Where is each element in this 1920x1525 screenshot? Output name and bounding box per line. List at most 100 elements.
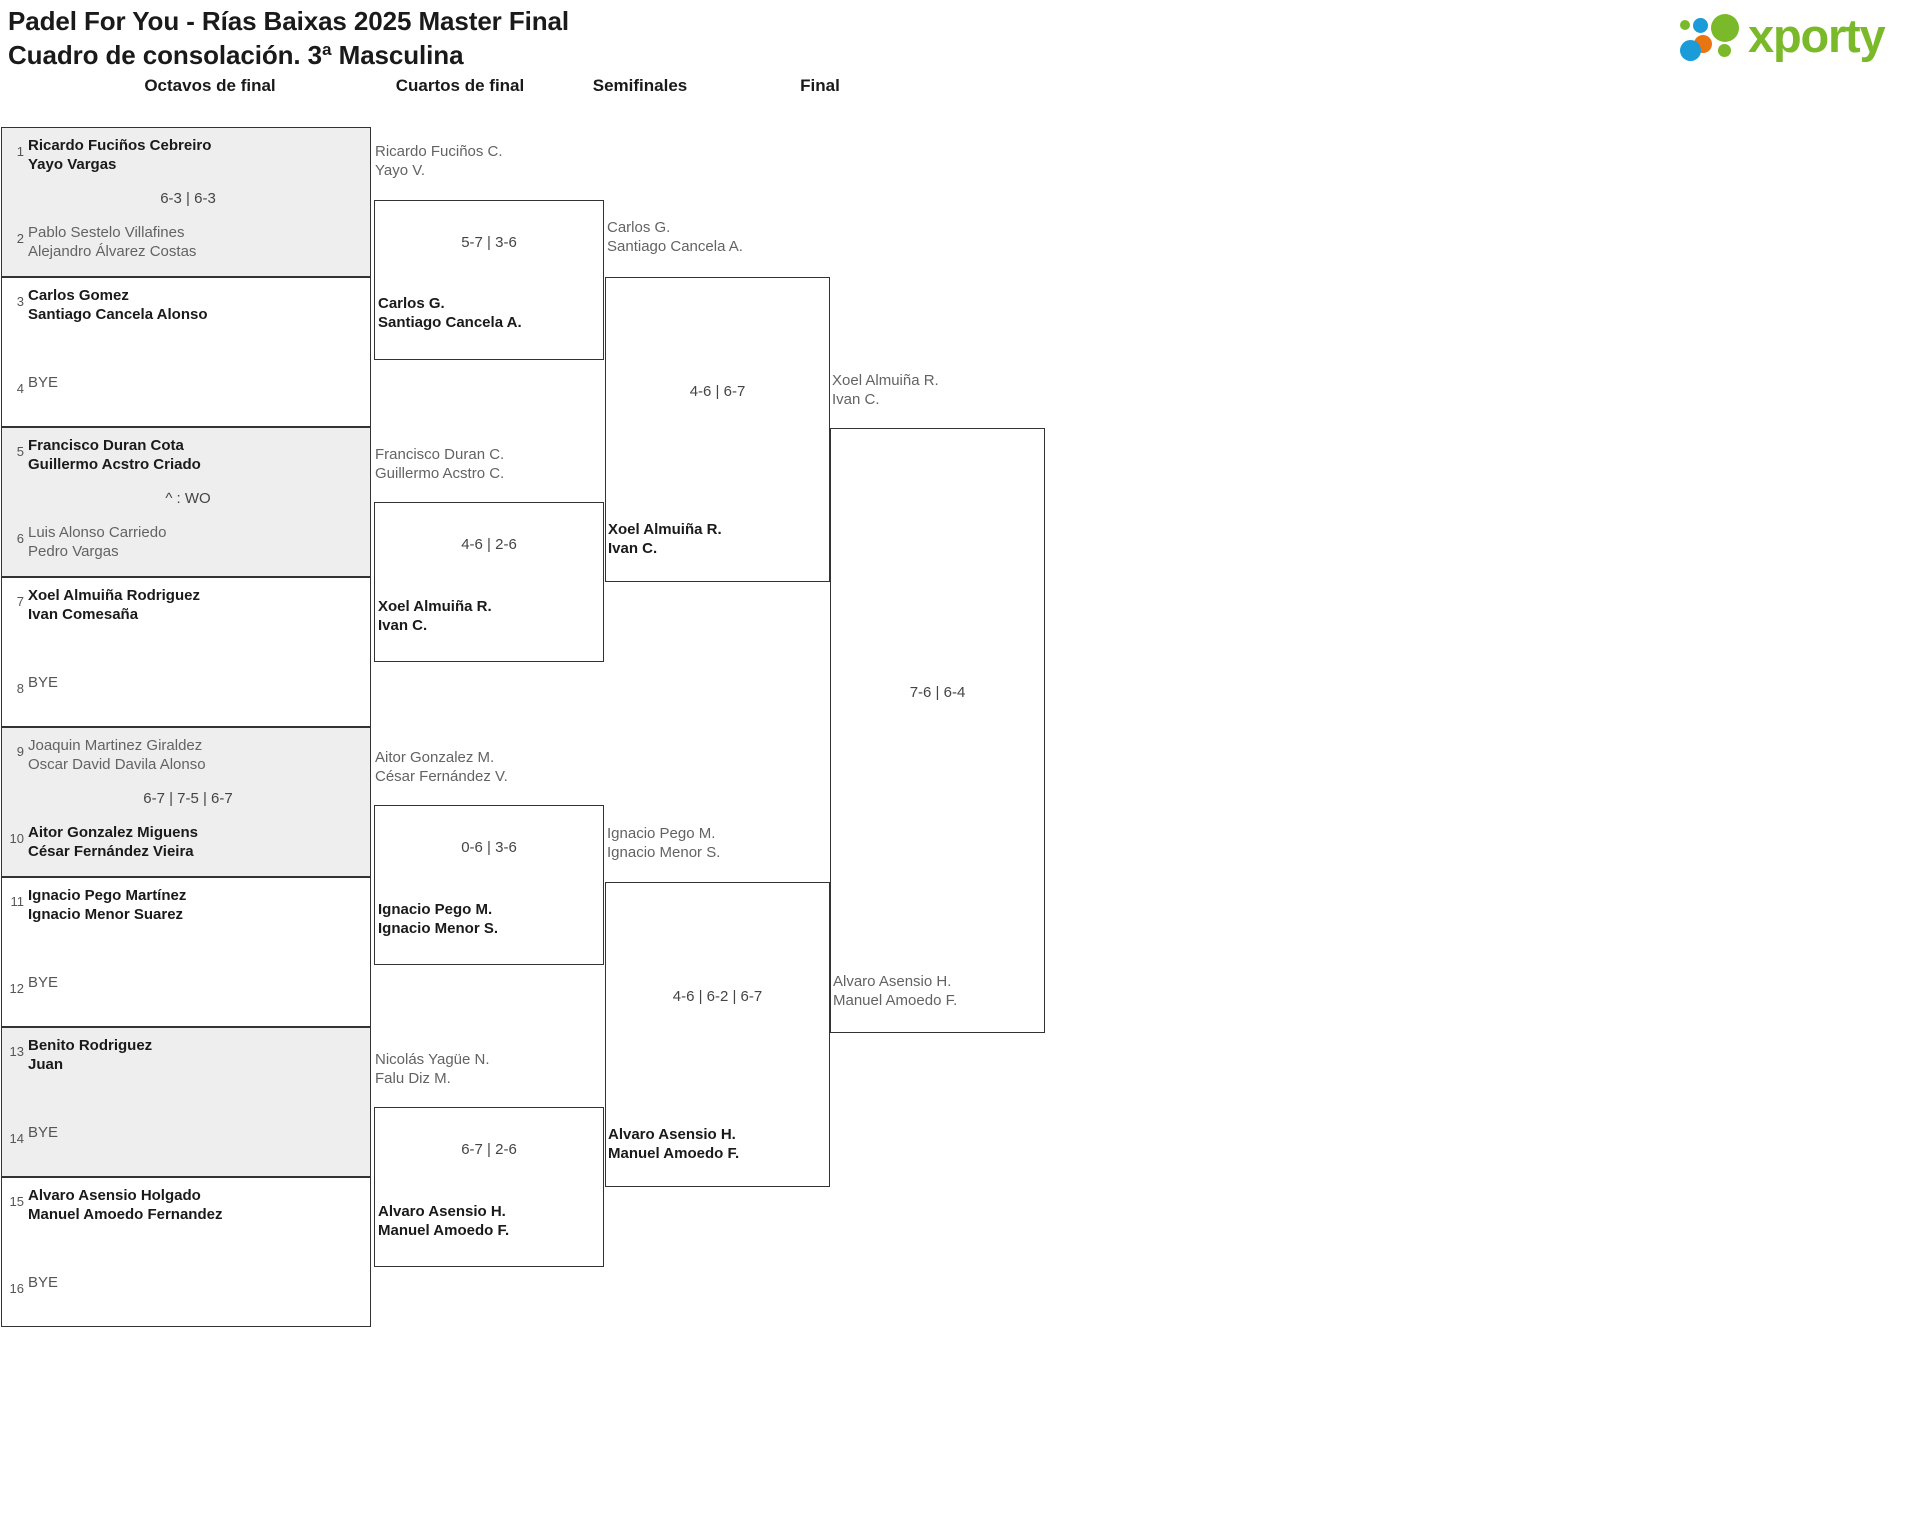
team-line-2: Ivan C. <box>832 391 880 408</box>
r1-match-5[interactable]: 9 Joaquin Martinez Giraldez Oscar David … <box>1 727 371 877</box>
team-line-1: BYE <box>28 374 59 391</box>
r4-entry-1[interactable]: Xoel Almuiña R. Ivan C. <box>832 371 939 409</box>
team-line-2: César Fernández V. <box>375 768 508 785</box>
team-line-2: Oscar David Davila Alonso <box>28 756 206 773</box>
team-line-1: Alvaro Asensio H. <box>378 1203 506 1220</box>
team-line-1: Francisco Duran C. <box>375 446 505 463</box>
r3-entry-4[interactable]: Alvaro Asensio H. Manuel Amoedo F. <box>608 1125 739 1163</box>
r1-match-8[interactable]: 15 Alvaro Asensio Holgado Manuel Amoedo … <box>1 1177 371 1327</box>
team-line-2: Santiago Cancela Alonso <box>28 306 208 323</box>
seed-number: 1 <box>16 144 24 159</box>
team-line-2: Ignacio Menor S. <box>607 844 721 861</box>
r1-match-7[interactable]: 13 Benito Rodriguez Juan 14 BYE <box>1 1027 371 1177</box>
round-header-semifinales: Semifinales <box>592 76 688 95</box>
r1-match-2[interactable]: 3 Carlos Gomez Santiago Cancela Alonso 4… <box>1 277 371 427</box>
r2-entry-8[interactable]: Alvaro Asensio H. Manuel Amoedo F. <box>378 1202 509 1240</box>
team-line-2: Ivan Comesaña <box>28 606 139 623</box>
logo-wordmark: xporty <box>1748 9 1886 62</box>
r1-match-4[interactable]: 7 Xoel Almuiña Rodriguez Ivan Comesaña 8… <box>1 577 371 727</box>
match-score: 0-6 | 3-6 <box>461 839 517 856</box>
round-header-octavos: Octavos de final <box>144 76 276 95</box>
match-score: ^ : WO <box>165 490 211 507</box>
r2-entry-7[interactable]: Nicolás Yagüe N. Falu Diz M. <box>375 1050 490 1088</box>
r2-connector-4: 6-7 | 2-6 <box>374 1107 604 1267</box>
page-title: Padel For You - Rías Baixas 2025 Master … <box>8 4 569 73</box>
r4-connector-1: 7-6 | 6-4 <box>830 428 1045 1033</box>
r3-entry-3[interactable]: Ignacio Pego M. Ignacio Menor S. <box>607 824 720 862</box>
match-score: 6-7 | 7-5 | 6-7 <box>143 790 233 807</box>
seed-number: 7 <box>16 594 24 609</box>
team-line-1: Ricardo Fuciños Cebreiro <box>28 137 212 154</box>
seed-number: 13 <box>9 1044 24 1059</box>
team-line-1: Ignacio Pego M. <box>378 901 493 918</box>
r1-match-1[interactable]: 1 Ricardo Fuciños Cebreiro Yayo Vargas 6… <box>1 127 371 277</box>
r3-entry-2[interactable]: Xoel Almuiña R. Ivan C. <box>608 520 722 558</box>
xporty-logo[interactable]: xporty <box>1680 9 1905 62</box>
seed-number: 8 <box>16 681 24 696</box>
team-line-1: Carlos G. <box>607 219 671 236</box>
team-line-1: Benito Rodriguez <box>28 1037 153 1054</box>
team-line-1: Joaquin Martinez Giraldez <box>28 737 203 754</box>
team-line-2: Yayo Vargas <box>28 156 117 173</box>
team-line-2: Guillermo Acstro C. <box>375 465 505 482</box>
team-line-1: Alvaro Asensio H. <box>608 1126 736 1143</box>
r2-entry-1[interactable]: Ricardo Fuciños C. Yayo V. <box>375 142 503 180</box>
logo-dots-icon <box>1680 14 1742 62</box>
team-line-2: Guillermo Acstro Criado <box>28 456 201 473</box>
r2-entry-5[interactable]: Aitor Gonzalez M. César Fernández V. <box>375 748 508 786</box>
match-score: 4-6 | 6-2 | 6-7 <box>672 988 763 1005</box>
team-line-1: Xoel Almuiña R. <box>832 372 939 389</box>
seed-number: 4 <box>16 381 24 396</box>
team-line-1: Aitor Gonzalez M. <box>375 749 495 766</box>
team-line-1: Ignacio Pego M. <box>607 825 716 842</box>
r4-entry-2[interactable]: Alvaro Asensio H. Manuel Amoedo F. <box>833 972 957 1010</box>
r1-match-6[interactable]: 11 Ignacio Pego Martínez Ignacio Menor S… <box>1 877 371 1027</box>
title-line-2: Cuadro de consolación. 3ª Masculina <box>8 40 464 71</box>
team-line-2: Santiago Cancela A. <box>378 314 522 331</box>
team-line-1: Ricardo Fuciños C. <box>375 143 503 160</box>
r2-connector-1: 5-7 | 3-6 <box>374 200 604 360</box>
team-line-1: Pablo Sestelo Villafines <box>28 224 185 241</box>
seed-number: 3 <box>16 294 24 309</box>
team-line-2: Ivan C. <box>378 617 428 634</box>
team-line-1: Carlos Gomez <box>28 287 129 304</box>
team-line-2: Ivan C. <box>608 540 658 557</box>
seed-number: 9 <box>16 744 24 759</box>
team-line-2: Ignacio Menor Suarez <box>28 906 184 923</box>
team-line-2: Ignacio Menor S. <box>378 920 499 937</box>
seed-number: 11 <box>10 894 25 909</box>
team-line-1: Aitor Gonzalez Miguens <box>28 824 199 841</box>
r2-entry-2[interactable]: Carlos G. Santiago Cancela A. <box>378 294 522 332</box>
match-score: 4-6 | 2-6 <box>461 536 517 553</box>
match-score: 4-6 | 6-7 <box>689 383 746 400</box>
team-line-2: Santiago Cancela A. <box>607 238 743 255</box>
team-line-2: Alejandro Álvarez Costas <box>28 243 197 260</box>
team-line-1: Nicolás Yagüe N. <box>375 1051 490 1068</box>
team-line-1: BYE <box>28 1124 59 1141</box>
match-score: 6-7 | 2-6 <box>461 1141 517 1158</box>
r3-connector-2: 4-6 | 6-2 | 6-7 <box>605 882 830 1187</box>
team-line-2: Manuel Amoedo F. <box>608 1145 740 1162</box>
team-line-1: Xoel Almuiña R. <box>608 521 722 538</box>
seed-number: 12 <box>9 981 24 996</box>
r1-match-3[interactable]: 5 Francisco Duran Cota Guillermo Acstro … <box>1 427 371 577</box>
r2-entry-6[interactable]: Ignacio Pego M. Ignacio Menor S. <box>378 900 498 938</box>
page-header: Padel For You - Rías Baixas 2025 Master … <box>0 0 1920 72</box>
team-line-1: Xoel Almuiña Rodriguez <box>28 587 200 604</box>
seed-number: 16 <box>9 1281 24 1296</box>
r2-entry-3[interactable]: Francisco Duran C. Guillermo Acstro C. <box>375 445 504 483</box>
team-line-1: BYE <box>28 1274 59 1291</box>
seed-number: 2 <box>16 231 24 246</box>
team-line-1: BYE <box>28 674 59 691</box>
team-line-2: Manuel Amoedo Fernandez <box>28 1206 223 1223</box>
round-header-final: Final <box>800 76 840 95</box>
team-line-1: Xoel Almuiña R. <box>378 598 492 615</box>
team-line-2: Falu Diz M. <box>375 1070 451 1087</box>
team-line-1: Francisco Duran Cota <box>28 437 184 454</box>
r3-entry-1[interactable]: Carlos G. Santiago Cancela A. <box>607 218 743 256</box>
seed-number: 14 <box>9 1131 24 1146</box>
team-line-1: Ignacio Pego Martínez <box>28 887 187 904</box>
r2-entry-4[interactable]: Xoel Almuiña R. Ivan C. <box>378 597 492 635</box>
seed-number: 6 <box>16 531 24 546</box>
